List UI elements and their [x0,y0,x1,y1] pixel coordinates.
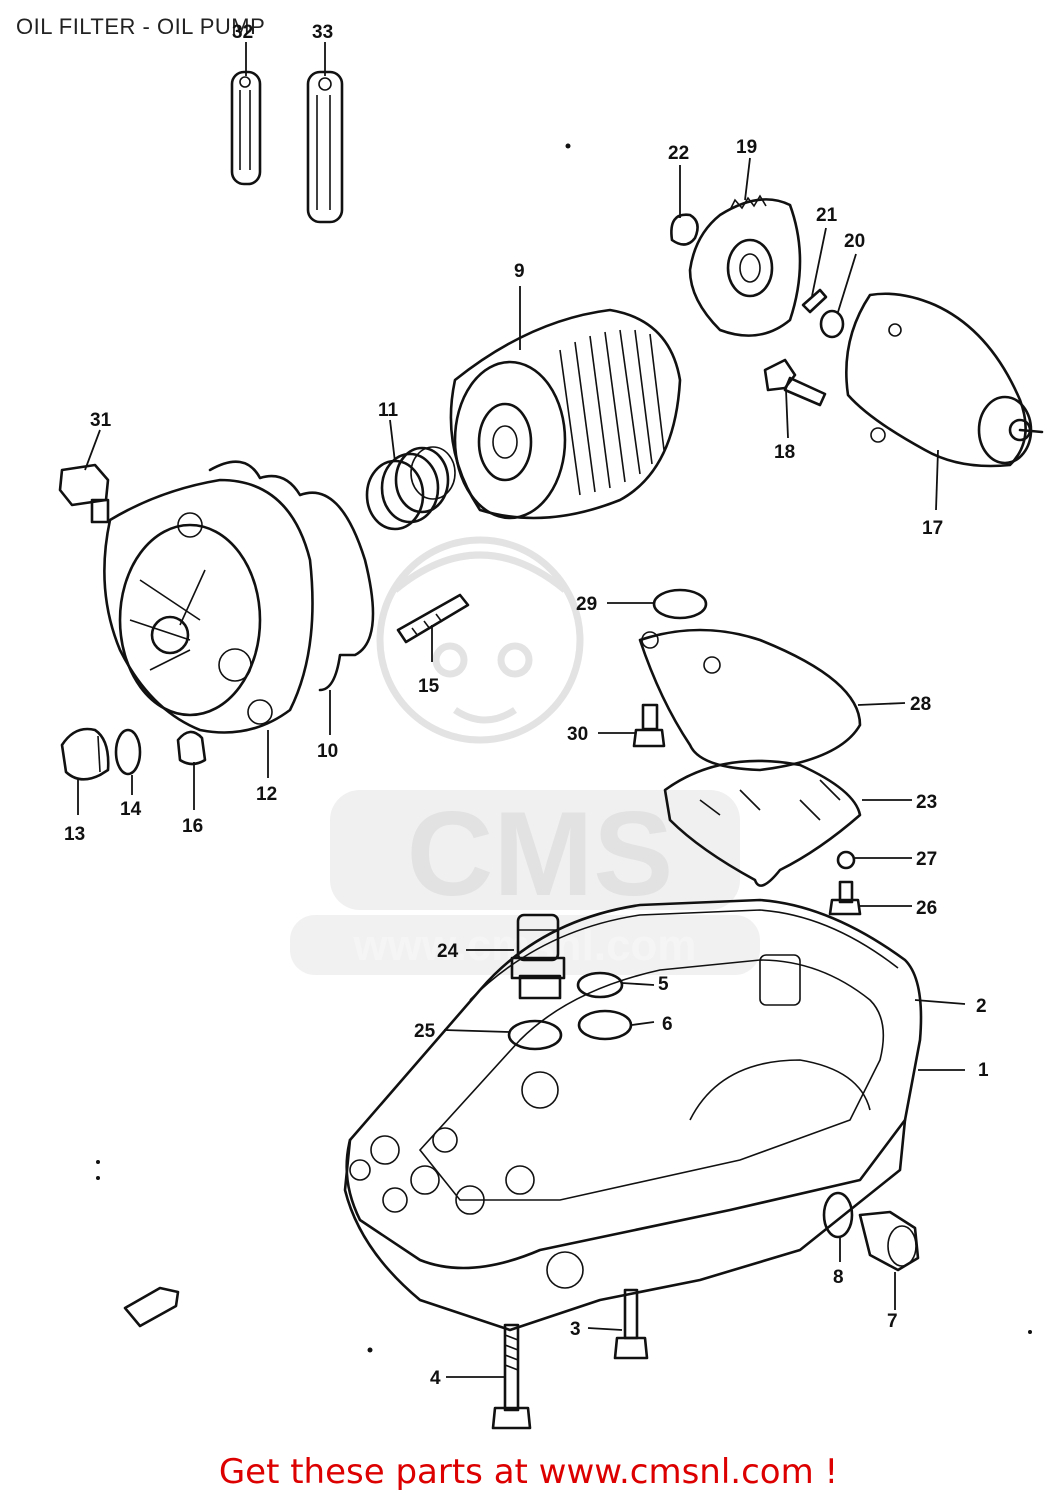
leader-lines [77,42,966,1378]
watermark: CMS www.cmsnl.com [290,536,760,975]
callout-12: 12 [256,784,277,805]
watermark-brand: CMS [407,787,674,921]
part-31-bolt [58,463,110,524]
forward-direction-icon: FWD [123,1286,180,1328]
part-19-gear [688,194,802,337]
part-32-plate [230,70,262,186]
part-28-strainer-cap [638,628,862,772]
exploded-parts-diagram: CMS www.cmsnl.com [58,22,1044,1430]
part-22-circlip [670,213,699,246]
callout-23: 23 [916,792,937,813]
callout-11: 11 [378,400,399,421]
callout-20: 20 [844,231,865,252]
part-20-o-ring [819,309,845,339]
callout-1: 1 [978,1060,989,1081]
page-title: OIL FILTER - OIL PUMP [16,14,266,39]
callout-21: 21 [816,205,838,226]
part-27-washer [836,850,856,870]
callout-30: 30 [567,724,588,745]
callout-10: 10 [317,741,338,762]
part-8-washer [822,1191,854,1239]
part-21-pin [801,288,828,314]
callout-6: 6 [662,1014,673,1035]
part-13-plug [60,727,110,781]
part-11-spring [365,446,456,531]
part-9-oil-filter [449,308,682,520]
part-29-o-ring [652,588,708,620]
callout-28: 28 [910,694,931,715]
callout-27: 27 [916,849,937,870]
part-16-cap [176,730,207,766]
callout-26: 26 [916,898,937,919]
part-23-oil-strainer [663,759,862,887]
get-parts-link[interactable]: Get these parts at www.cmsnl.com ! [218,1452,839,1492]
callout-14: 14 [120,799,142,820]
callout-labels: 1 2 3 4 5 6 7 8 9 10 11 12 13 14 15 16 1… [64,22,989,1389]
callout-9: 9 [514,261,525,282]
callout-31: 31 [90,410,112,431]
part-24-fitting [510,913,566,1000]
part-10-gasket [208,460,375,692]
callout-3: 3 [570,1319,581,1340]
part-14-washer [114,728,142,776]
scan-specks [96,143,1032,1353]
callout-32: 32 [232,22,253,43]
callout-19: 19 [736,137,757,158]
part-3-bolt [613,1288,649,1360]
callout-2: 2 [976,996,987,1017]
callout-13: 13 [64,824,85,845]
callout-25: 25 [414,1021,436,1042]
part-6-o-ring [577,1009,633,1041]
part-12-filter-cover [103,478,314,734]
part-26-bolt [828,880,862,916]
callout-7: 7 [887,1311,898,1332]
part-18-bolt [763,358,827,407]
watermark-url: www.cmsnl.com [352,921,696,970]
callout-33: 33 [312,22,333,43]
part-17-oil-pump [845,292,1044,468]
part-25-o-ring [507,1019,563,1051]
callout-22: 22 [668,143,689,164]
callout-17: 17 [922,518,943,539]
part-33-plate [306,70,344,224]
part-4-bolt [491,1323,532,1430]
callout-8: 8 [833,1267,844,1288]
part-5-o-ring [576,971,624,999]
part-15-stud [396,593,470,644]
part-30-bolt [632,703,666,748]
callout-18: 18 [774,442,795,463]
part-2-gasket [469,909,899,1001]
callout-4: 4 [430,1368,441,1389]
callout-29: 29 [576,594,597,615]
callout-16: 16 [182,816,203,837]
part-7-drain-plug [858,1210,920,1272]
callout-24: 24 [437,941,459,962]
callout-15: 15 [418,676,440,697]
part-1-oil-pan [343,898,923,1332]
callout-5: 5 [658,974,669,995]
